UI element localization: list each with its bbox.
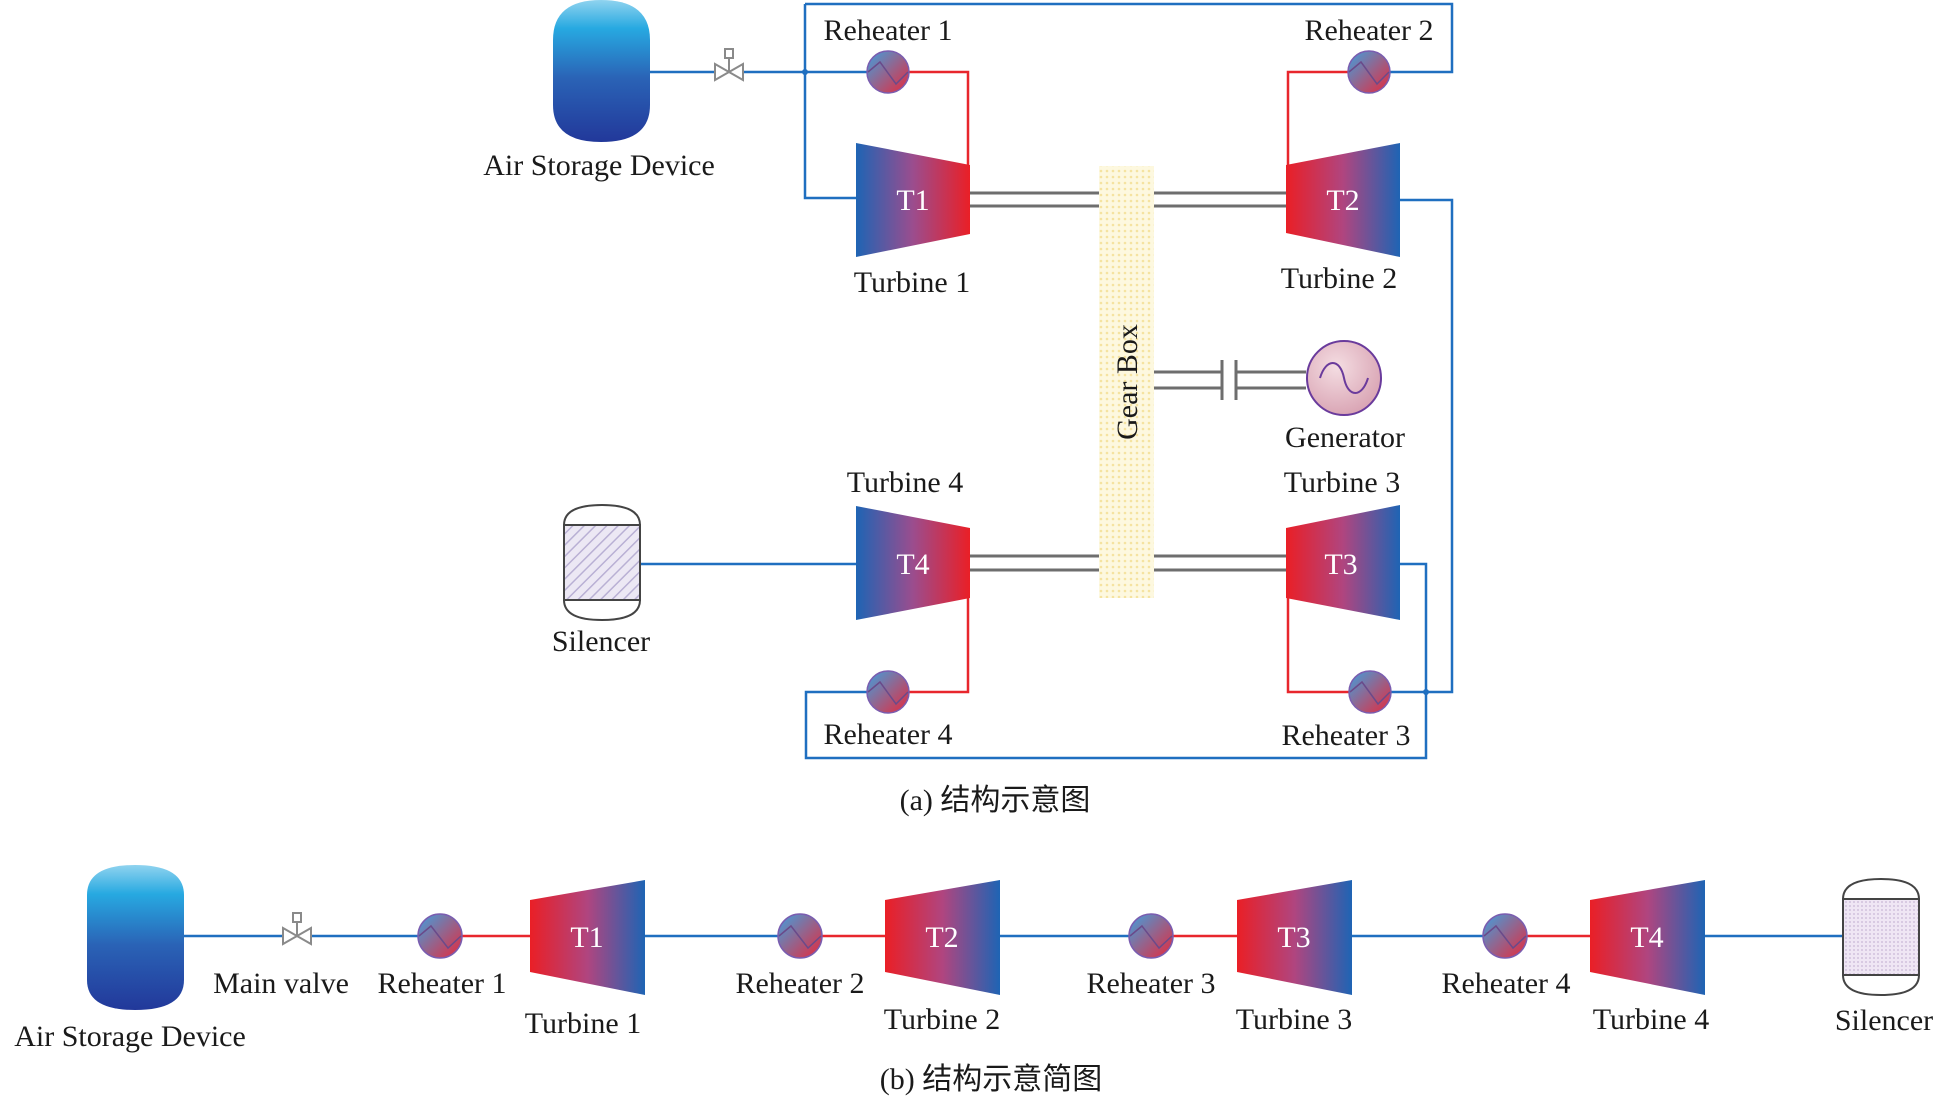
silencer-label: Silencer: [552, 625, 650, 658]
silencer-label-b: Silencer: [1835, 1004, 1933, 1037]
pipe-junction: [802, 69, 808, 75]
shaft-upper: [970, 191, 1286, 208]
reheater-1-b: Reheater 1: [377, 913, 507, 1000]
pipe-turbine-2-to-reheater-3: [1391, 198, 1454, 694]
reheater-2-label-b: Reheater 2: [735, 967, 864, 1000]
air-storage-label: Air Storage Device: [483, 149, 715, 182]
pipe-reheater-3-to-turbine-3: [1286, 598, 1349, 694]
pipe-junction: [1423, 689, 1429, 695]
turbine-1-label-b: Turbine 1: [525, 1007, 641, 1040]
valve-icon: [714, 48, 744, 82]
gearbox-icon: [1099, 166, 1154, 598]
turbine-2-label: Turbine 2: [1281, 262, 1397, 295]
silencer-icon: [563, 524, 641, 601]
turbine-4-label-b: Turbine 4: [1593, 1003, 1709, 1036]
reheater-3: Reheater 3: [1281, 670, 1411, 752]
air-storage-tank: Air Storage Device: [483, 0, 715, 182]
turbine-2: T2 Turbine 2: [1281, 143, 1400, 295]
turbine-icon: [1237, 880, 1352, 995]
turbine-4-id-b: T4: [1630, 921, 1663, 954]
turbine-icon: [1286, 143, 1400, 257]
reheater-1-label-b: Reheater 1: [377, 967, 506, 1000]
turbine-4-label: Turbine 4: [847, 466, 963, 499]
heat-exchanger-icon: [1482, 913, 1528, 959]
turbine-1-b: T1 Turbine 1: [525, 880, 645, 1040]
shaft-lower: [970, 554, 1286, 572]
turbine-1-label: Turbine 1: [854, 266, 970, 299]
generator-label: Generator: [1285, 421, 1405, 454]
caption-b: (b) 结构示意简图: [880, 1063, 1102, 1096]
pipe-turbine-3-to-reheater-4: [804, 562, 1428, 760]
turbine-icon: [885, 880, 1000, 995]
turbine-icon: [530, 880, 645, 995]
turbine-4: T4 Turbine 4: [847, 466, 970, 620]
pipe-bypass-to-turbine-1: [803, 4, 856, 200]
reheater-4-label-b: Reheater 4: [1441, 967, 1570, 1000]
turbine-2-label-b: Turbine 2: [884, 1003, 1000, 1036]
reheater-1-label: Reheater 1: [823, 14, 952, 47]
turbine-1: T1 Turbine 1: [854, 143, 970, 299]
reheater-2-b: Reheater 2: [735, 913, 865, 1000]
pipe-reheater-2-to-turbine-2: [1286, 70, 1348, 165]
reheater-3-label-b: Reheater 3: [1086, 967, 1215, 1000]
reheater-3-label: Reheater 3: [1281, 719, 1410, 752]
pipe-reheater-4-to-turbine-4: [909, 598, 970, 694]
turbine-2-id: T2: [1326, 184, 1359, 217]
generator: Generator: [1285, 340, 1405, 454]
air-storage-tank-b: Air Storage Device: [14, 865, 246, 1053]
pipe-reheater-1-to-turbine-1: [909, 70, 970, 165]
silencer: Silencer: [552, 503, 650, 658]
shafts: [970, 191, 1306, 572]
turbine-3-id: T3: [1324, 548, 1357, 581]
reheater-2-label: Reheater 2: [1304, 14, 1433, 47]
pipes-hot: [909, 70, 1349, 694]
reheater-4-b: Reheater 4: [1441, 913, 1571, 1000]
main-valve-icon: [282, 912, 312, 946]
heat-exchanger-icon: [417, 913, 463, 959]
turbine-icon: [856, 506, 970, 620]
turbine-2-id-b: T2: [925, 921, 958, 954]
turbine-icon: [1590, 880, 1705, 995]
turbine-icon: [1286, 505, 1400, 620]
silencer-icon: [1842, 898, 1920, 976]
panel-a: Air Storage Device Reheater 1 Reheater 2…: [483, 0, 1454, 817]
turbine-4-id: T4: [896, 548, 929, 581]
turbine-3-b: T3 Turbine 3: [1236, 880, 1352, 1036]
ac-wave-icon: [1319, 362, 1369, 394]
reheater-4-label: Reheater 4: [823, 718, 952, 751]
turbine-3-label: Turbine 3: [1284, 466, 1400, 499]
panel-b: Air Storage Device Main valve Reheater 1…: [14, 865, 1933, 1096]
air-storage-label-b: Air Storage Device: [14, 1020, 246, 1053]
turbine-1-id: T1: [896, 184, 929, 217]
turbine-3: T3 Turbine 3: [1284, 466, 1400, 620]
gearbox: Gear Box: [1099, 166, 1154, 598]
pipe-top-loop-to-reheater-2: [805, 2, 1454, 74]
heat-exchanger-icon: [1128, 913, 1174, 959]
turbine-4-b: T4 Turbine 4: [1590, 880, 1709, 1036]
turbine-1-id-b: T1: [570, 921, 603, 954]
caption-a: (a) 结构示意图: [900, 784, 1091, 817]
turbine-3-id-b: T3: [1277, 921, 1310, 954]
reheater-2: Reheater 2: [1304, 14, 1434, 94]
turbine-2-b: T2 Turbine 2: [884, 880, 1000, 1036]
gearbox-label: Gear Box: [1111, 324, 1144, 440]
reheater-1: Reheater 1: [823, 14, 953, 94]
tank-icon: [87, 865, 184, 1010]
main-valve-label: Main valve: [213, 967, 349, 1000]
tank-icon: [553, 0, 650, 142]
silencer-b: Silencer: [1835, 877, 1933, 1037]
heat-exchanger-icon: [777, 913, 823, 959]
coupling-icon: [1220, 360, 1238, 400]
reheater-4: Reheater 4: [823, 670, 953, 751]
reheater-3-b: Reheater 3: [1086, 913, 1216, 1000]
turbine-icon: [856, 143, 970, 257]
turbine-3-label-b: Turbine 3: [1236, 1003, 1352, 1036]
pipes-cold: [640, 2, 1454, 760]
shaft-generator: [1154, 370, 1306, 390]
